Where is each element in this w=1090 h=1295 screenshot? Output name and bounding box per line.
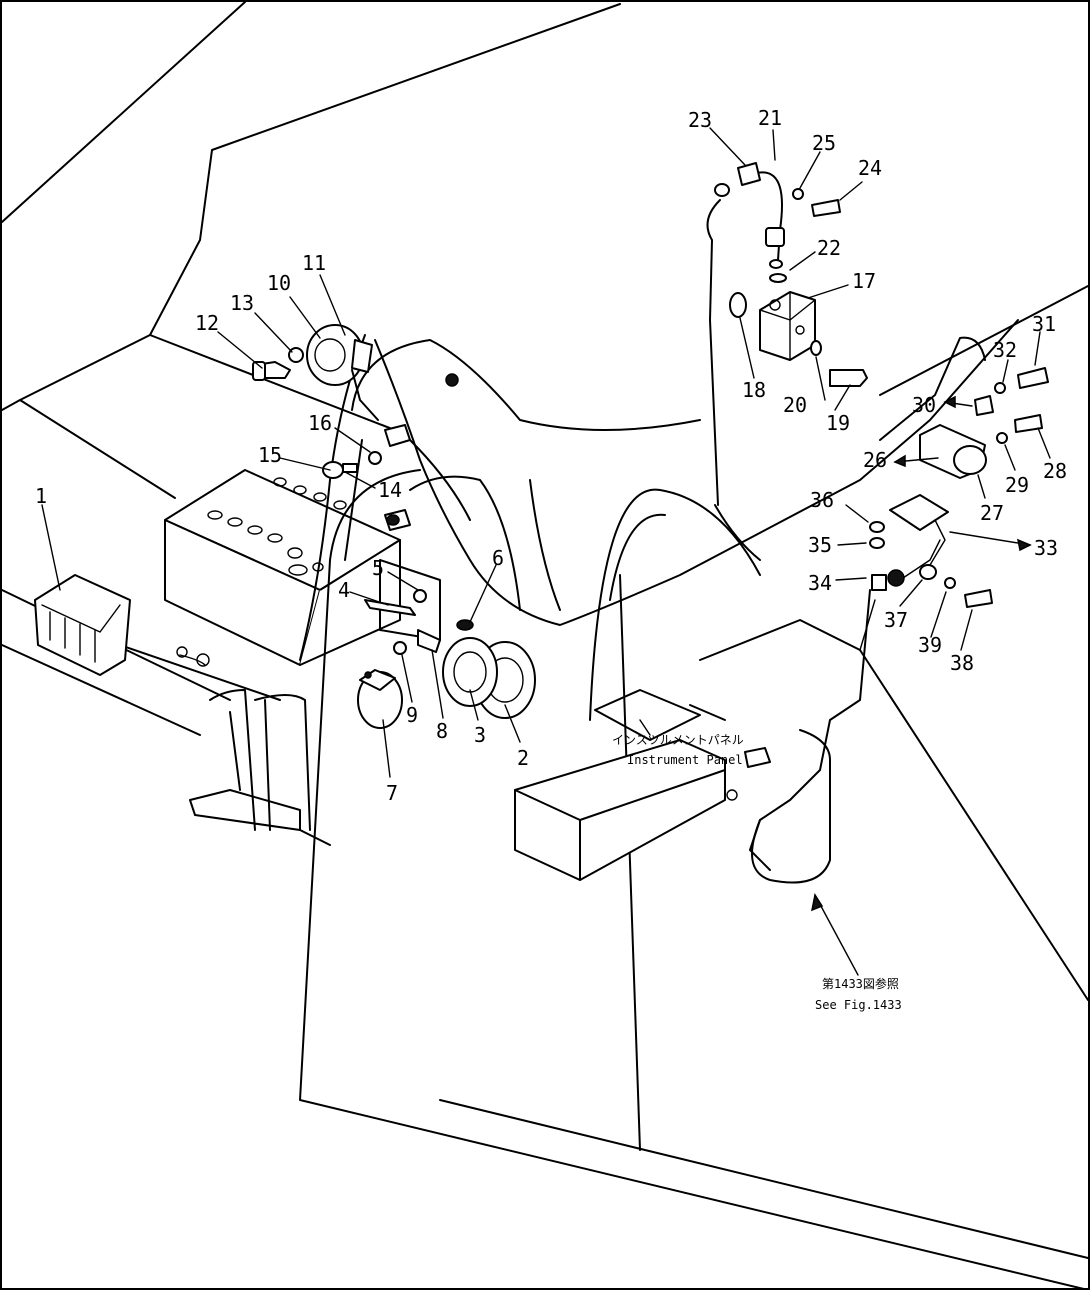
callout-22: 22: [817, 236, 841, 260]
arrow-head: [893, 454, 906, 468]
instrument-panel-label-en: Instrument Panel: [627, 753, 743, 767]
see-fig-label-en: See Fig.1433: [815, 998, 902, 1012]
callout-6: 6: [492, 546, 504, 570]
callout-1: 1: [35, 484, 47, 508]
part-washer-20: [810, 340, 822, 356]
harness-connector: [887, 569, 905, 587]
part-relay-box: [34, 574, 210, 676]
callout-28: 28: [1043, 459, 1067, 483]
callout-12: 12: [195, 311, 219, 335]
part-bracket-33: [889, 494, 949, 566]
callout-33: 33: [1034, 536, 1058, 560]
callout-37: 37: [884, 608, 908, 632]
part-grommet-16: [368, 451, 382, 465]
part-bolt-34: [871, 574, 887, 591]
callout-23: 23: [688, 108, 712, 132]
part-horn-relay: [357, 669, 403, 729]
callout-27: 27: [980, 501, 1004, 525]
part-washer-35: [869, 537, 885, 549]
callout-35: 35: [808, 533, 832, 557]
panel-connector-end: [726, 789, 738, 801]
callout-13: 13: [230, 291, 254, 315]
part-pressure-switch: [714, 162, 787, 283]
notes: インスツルメントパネル Instrument Panel 第1433図参照 Se…: [612, 733, 902, 1012]
callout-20: 20: [783, 393, 807, 417]
part-bolt-38: [964, 589, 993, 608]
leader-lines: [41, 127, 1051, 976]
part-bolt-24: [811, 199, 841, 217]
part-bolt-12: [252, 361, 291, 381]
callout-labels: 1 2 3 4 5 6 7 8 9 10 11 12 13 14 15 16 1…: [35, 106, 1067, 805]
callout-34: 34: [808, 571, 832, 595]
callout-32: 32: [993, 338, 1017, 362]
instrument-panel-box: [514, 689, 726, 881]
callout-29: 29: [1005, 473, 1029, 497]
part-connector-37: [919, 564, 937, 580]
callout-30: 30: [912, 393, 936, 417]
part-sensor: [919, 424, 987, 479]
part-terminal-15: [322, 461, 358, 479]
callout-39: 39: [918, 633, 942, 657]
callout-31: 31: [1032, 312, 1056, 336]
wiring-harness: [119, 199, 1019, 884]
callout-21: 21: [758, 106, 782, 130]
part-flasher-unit: [306, 324, 379, 421]
callout-11: 11: [302, 251, 326, 275]
callout-4: 4: [338, 578, 350, 602]
part-oring-18: [729, 292, 747, 318]
callout-14: 14: [378, 478, 402, 502]
callout-19: 19: [826, 411, 850, 435]
part-washer-32: [994, 382, 1006, 394]
part-washer-39: [944, 577, 956, 589]
instrument-panel-label-jp: インスツルメントパネル: [612, 733, 744, 747]
part-washer-13: [288, 347, 304, 363]
callout-9: 9: [406, 703, 418, 727]
callout-10: 10: [267, 271, 291, 295]
part-connector-30: [974, 395, 994, 416]
part-bracket: [364, 559, 441, 655]
battery: [164, 469, 401, 666]
callout-2: 2: [517, 746, 529, 770]
arrow-head: [810, 893, 824, 912]
callout-36: 36: [810, 488, 834, 512]
callout-17: 17: [852, 269, 876, 293]
part-bolt-31: [1017, 367, 1049, 389]
part-nut-36: [869, 521, 885, 533]
part-bolt-28: [1014, 414, 1043, 433]
callout-26: 26: [863, 448, 887, 472]
callout-25: 25: [812, 131, 836, 155]
panel-connector: [744, 747, 771, 768]
arrow-head: [943, 395, 956, 409]
part-bolt-19: [829, 369, 868, 387]
part-connector-14: [384, 424, 411, 531]
part-valve-block: [759, 291, 816, 361]
see-fig-label-jp: 第1433図参照: [822, 976, 899, 991]
callout-24: 24: [858, 156, 882, 180]
callout-7: 7: [386, 781, 398, 805]
callout-5: 5: [372, 556, 384, 580]
part-washer-25: [792, 188, 804, 200]
arrow-head: [1016, 538, 1032, 552]
callout-18: 18: [742, 378, 766, 402]
part-washer-29: [996, 432, 1008, 444]
callout-3: 3: [474, 723, 486, 747]
callout-38: 38: [950, 651, 974, 675]
callout-16: 16: [308, 411, 332, 435]
part-horns: [442, 619, 536, 719]
callout-15: 15: [258, 443, 282, 467]
callout-8: 8: [436, 719, 448, 743]
arrow-heads: [810, 395, 1032, 912]
harness-clip: [445, 373, 459, 387]
